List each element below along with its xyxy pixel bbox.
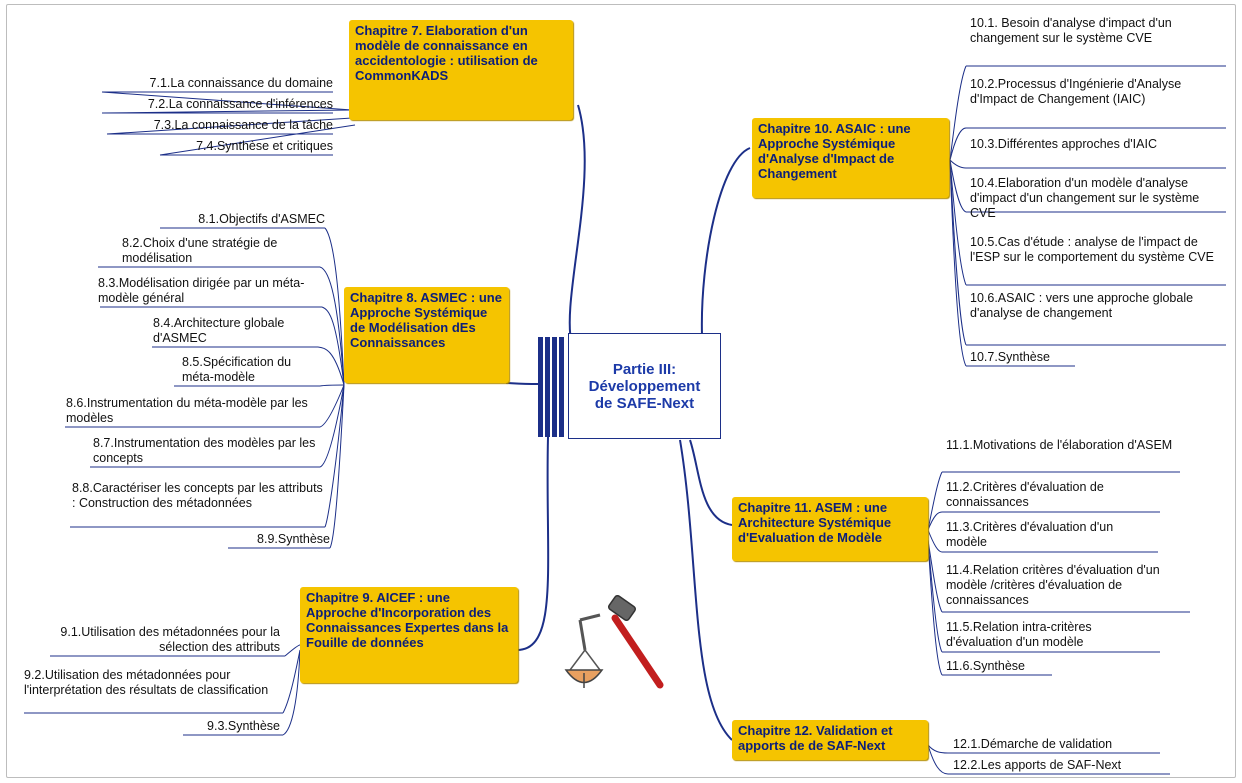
chapter-8-title: Chapitre 8. ASMEC : une Approche Systémi… — [350, 290, 502, 350]
ch10-item-5: 10.5.Cas d'étude : analyse de l'impact d… — [970, 235, 1214, 264]
ch10-item-2: 10.2.Processus d'Ingénierie d'Analyse d'… — [970, 77, 1182, 106]
ch8-item-3: 8.3.Modélisation dirigée par un méta-mod… — [98, 276, 305, 305]
ch9-item-1: 9.1.Utilisation des métadonnées pour la … — [60, 625, 280, 654]
ch10-item-7: 10.7.Synthèse — [970, 350, 1050, 364]
ch8-item-2: 8.2.Choix d'une stratégie de modélisatio… — [122, 236, 278, 265]
ch8-item-1: 8.1.Objectifs d'ASMEC — [198, 212, 325, 226]
ch10-item-4: 10.4.Elaboration d'un modèle d'analyse d… — [970, 176, 1200, 220]
ch11-item-1: 11.1.Motivations de l'élaboration d'ASEM — [946, 438, 1173, 452]
chapter-12-title: Chapitre 12. Validation et apports de de… — [738, 723, 893, 753]
ch11-item-6: 11.6.Synthèse — [946, 659, 1025, 673]
ch12-item-2: 12.2.Les apports de SAF-Next — [953, 758, 1122, 772]
ch11-item-5: 11.5.Relation intra-critères d'évaluatio… — [946, 620, 1092, 649]
central-topic-title: Partie III: Développement de SAFE-Next — [588, 360, 701, 412]
chapter-8-node: Chapitre 8. ASMEC : une Approche Systémi… — [344, 287, 509, 383]
ch8-item-6: 8.6.Instrumentation du méta-modèle par l… — [66, 396, 308, 425]
chapter-11-node: Chapitre 11. ASEM : une Architecture Sys… — [732, 497, 928, 561]
ch10-item-6: 10.6.ASAIC : vers une approche globale d… — [970, 291, 1194, 320]
ch11-item-3: 11.3.Critères d'évaluation d'un modèle — [946, 520, 1114, 549]
ch10-item-3: 10.3.Différentes approches d'IAIC — [970, 137, 1157, 151]
ch7-item-3: 7.3.La connaissance de la tâche — [153, 118, 333, 132]
ch11-item-4: 11.4.Relation critères d'évaluation d'un… — [946, 563, 1160, 607]
center-bars-icon — [538, 337, 564, 437]
ch11-item-2: 11.2.Critères d'évaluation de connaissan… — [946, 480, 1104, 509]
chapter-9-node: Chapitre 9. AICEF : une Approche d'Incor… — [300, 587, 518, 683]
ch8-item-8: 8.8.Caractériser les concepts par les at… — [72, 481, 323, 510]
ch7-item-1: 7.1.La connaissance du domaine — [149, 76, 333, 90]
hammer-and-scale-icon — [564, 594, 664, 689]
chapter-11-title: Chapitre 11. ASEM : une Architecture Sys… — [738, 500, 892, 545]
ch12-item-1: 12.1.Démarche de validation — [953, 737, 1113, 751]
chapter-9-title: Chapitre 9. AICEF : une Approche d'Incor… — [306, 590, 509, 650]
ch9-item-3: 9.3.Synthèse — [207, 719, 280, 733]
ch7-item-2: 7.2.La connaissance d'inférences — [147, 97, 333, 111]
ch10-item-1: 10.1. Besoin d'analyse d'impact d'un cha… — [970, 16, 1172, 45]
ch8-item-7: 8.7.Instrumentation des modèles par les … — [93, 436, 316, 465]
ch8-item-9: 8.9.Synthèse — [257, 532, 330, 546]
ch8-item-5: 8.5.Spécification du méta-modèle — [182, 355, 292, 384]
chapter-12-node: Chapitre 12. Validation et apports de de… — [732, 720, 928, 760]
central-topic: Partie III: Développement de SAFE-Next — [568, 333, 721, 439]
chapter-10-node: Chapitre 10. ASAIC : une Approche Systém… — [752, 118, 949, 198]
chapter-7-title: Chapitre 7. Elaboration d'un modèle de c… — [355, 23, 538, 83]
ch8-item-4: 8.4.Architecture globale d'ASMEC — [153, 316, 285, 345]
ch9-item-2: 9.2.Utilisation des métadonnées pour l'i… — [24, 668, 269, 697]
chapter-7-node: Chapitre 7. Elaboration d'un modèle de c… — [349, 20, 573, 120]
ch7-item-4: 7.4.Synthèse et critiques — [196, 139, 333, 153]
chapter-10-title: Chapitre 10. ASAIC : une Approche Systém… — [758, 121, 911, 181]
